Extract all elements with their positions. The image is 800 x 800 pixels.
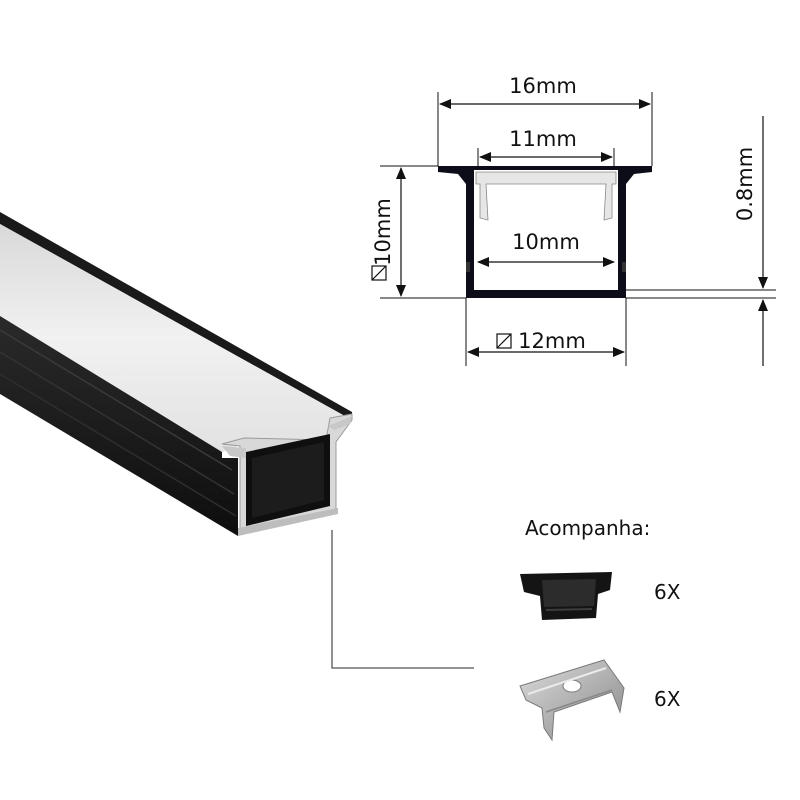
mounting-clip-image: [519, 659, 625, 742]
dim-label-wall-thickness: 0.8mm: [733, 147, 757, 221]
diameter-symbol-icon: [371, 265, 387, 281]
aluminum-profile-render: [0, 212, 474, 669]
dim-label-inner-depth-width: 10mm: [512, 230, 580, 254]
end-cap-quantity: 6X: [654, 580, 681, 604]
dim-label-outer-width: 16mm: [509, 74, 577, 98]
diffuser-cover: [0, 224, 352, 452]
accessories-heading: Acompanha:: [525, 516, 651, 540]
dim-label-height: 10mm: [371, 198, 395, 266]
cross-section-drawing: 16mm 11mm 10mm 10mm 12mm 0.8mm: [371, 74, 776, 366]
profile-front-section: [221, 413, 353, 536]
profile-top-flange: [0, 212, 352, 420]
dim-label-base-width: 12mm: [518, 329, 586, 353]
mounting-clip-quantity: 6X: [654, 687, 681, 711]
diameter-symbol-icon: [496, 333, 512, 349]
end-cap-image: [520, 572, 612, 620]
dim-label-inner-width: 11mm: [509, 127, 577, 151]
callout-line: [331, 530, 474, 669]
